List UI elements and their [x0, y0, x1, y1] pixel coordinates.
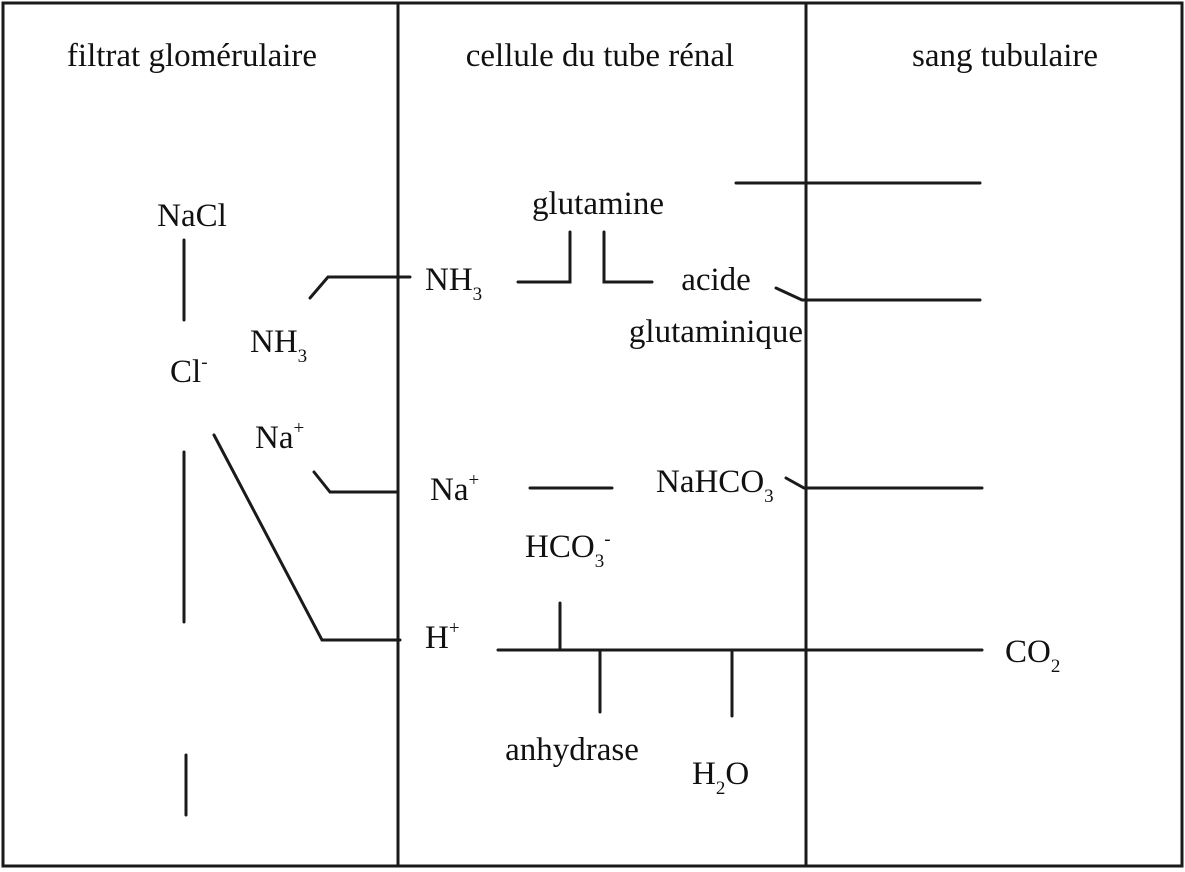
- header-cellule-tube-renal: cellule du tube rénal: [466, 38, 734, 74]
- label-glutaminique: glutaminique: [629, 314, 803, 350]
- label-nacl: NaCl: [157, 198, 227, 234]
- hco3-sub: 3: [595, 551, 605, 572]
- line-nh3-transfer: [308, 275, 412, 300]
- line-na-transfer: [312, 470, 400, 494]
- line-blood-nahco3: [784, 476, 984, 490]
- h-ion-base: H: [425, 620, 449, 656]
- header-sang-tubulaire: sang tubulaire: [912, 38, 1098, 74]
- na-filtrate-base: Na: [255, 420, 294, 456]
- label-hco3: HCO3-: [525, 529, 611, 572]
- co2-sub: 2: [1051, 656, 1061, 677]
- nahco3-base: NaHCO: [656, 464, 764, 500]
- nh3-cell-sub: 3: [473, 284, 483, 305]
- hco3-base: HCO: [525, 529, 595, 565]
- h-ion-charge: +: [449, 618, 460, 639]
- cl-charge: -: [201, 352, 207, 373]
- label-nh3-filtrate: NH3: [250, 324, 307, 367]
- label-na-filtrate: Na+: [255, 418, 304, 456]
- label-h-ion: H+: [425, 618, 460, 656]
- label-cl-ion: Cl-: [170, 352, 208, 390]
- label-nh3-cell: NH3: [425, 262, 482, 305]
- h2o-o: O: [725, 756, 749, 792]
- nahco3-sub: 3: [764, 486, 774, 507]
- line-cl-to-h: [212, 433, 402, 642]
- h2o-sub: 2: [716, 778, 726, 799]
- header-filtrat-glomerulaire: filtrat glomérulaire: [67, 38, 317, 74]
- label-acide: acide: [681, 262, 751, 298]
- label-anhydrase: anhydrase: [505, 732, 639, 768]
- nh3-cell-base: NH: [425, 262, 473, 298]
- na-cell-charge: +: [468, 470, 479, 491]
- nh3-filtrate-sub: 3: [298, 346, 308, 367]
- label-nahco3: NaHCO3: [656, 464, 774, 507]
- label-na-cell: Na+: [430, 470, 479, 508]
- co2-base: CO: [1005, 634, 1051, 670]
- nh3-filtrate-base: NH: [250, 324, 298, 360]
- line-blood-acide: [774, 286, 982, 302]
- cl-symbol: Cl: [170, 354, 201, 390]
- line-glutamine-nh3: [516, 230, 572, 284]
- na-filtrate-charge: +: [293, 418, 304, 439]
- label-h2o: H2O: [692, 756, 749, 799]
- label-glutamine: glutamine: [532, 186, 664, 222]
- hco3-charge: -: [604, 529, 610, 550]
- line-glutamine-acide: [602, 230, 654, 284]
- h2o-h: H: [692, 756, 716, 792]
- na-cell-base: Na: [430, 472, 469, 508]
- label-co2: CO2: [1005, 634, 1060, 677]
